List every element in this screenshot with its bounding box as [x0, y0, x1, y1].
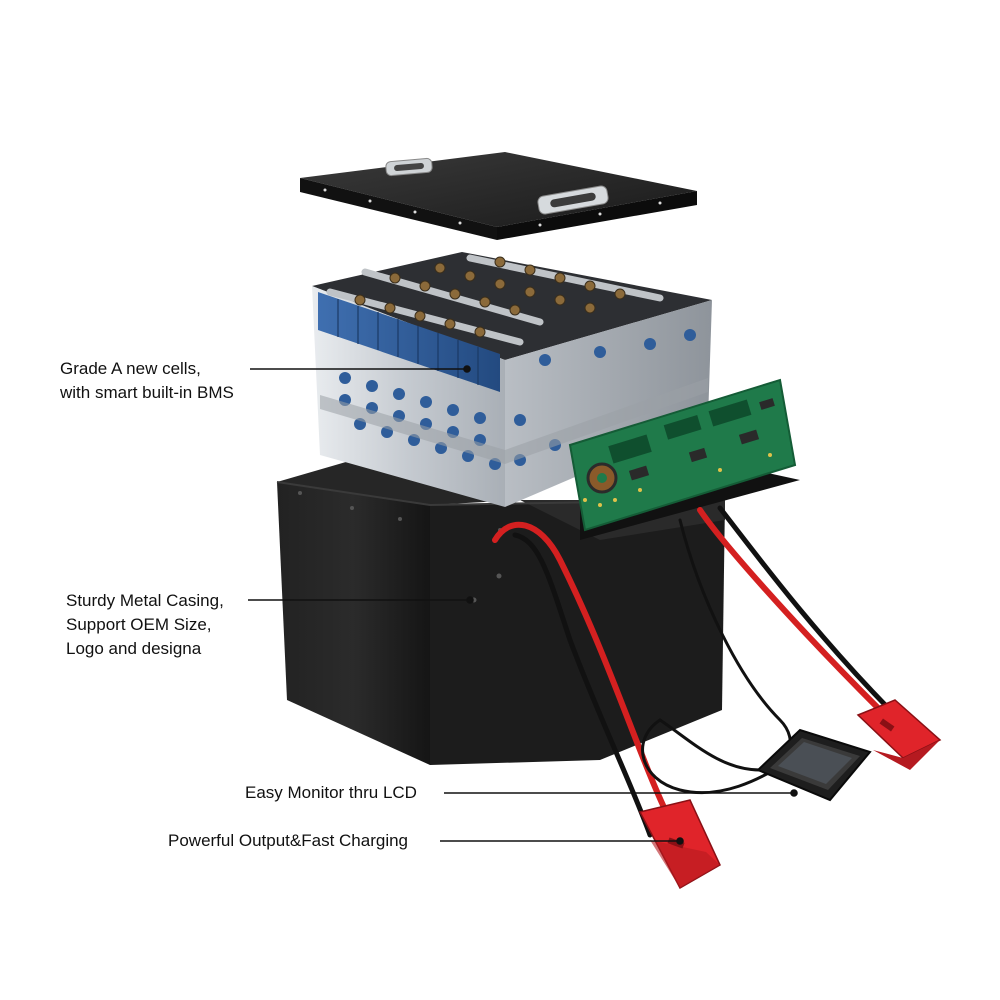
- callout-lcd-text: Easy Monitor thru LCD: [245, 783, 417, 802]
- callout-casing-line3: Logo and designa: [66, 639, 202, 658]
- callout-casing: Sturdy Metal Casing, Support OEM Size, L…: [66, 589, 224, 661]
- callout-cells-line2: with smart built-in BMS: [60, 383, 234, 402]
- callout-casing-line2: Support OEM Size,: [66, 615, 212, 634]
- battery-lid: [300, 152, 697, 240]
- callout-output: Powerful Output&Fast Charging: [168, 829, 408, 853]
- callout-lcd: Easy Monitor thru LCD: [245, 781, 417, 805]
- callout-output-text: Powerful Output&Fast Charging: [168, 831, 409, 850]
- bms-circuit-board: [568, 378, 800, 540]
- callout-cells: Grade A new cells, with smart built-in B…: [60, 357, 234, 405]
- battery-cells: [318, 292, 500, 392]
- lid-handle-right: [537, 185, 609, 215]
- callout-cells-line1: Grade A new cells,: [60, 359, 201, 378]
- cables: [492, 505, 903, 838]
- lid-handle-left: [385, 157, 433, 177]
- callout-casing-line1: Sturdy Metal Casing,: [66, 591, 224, 610]
- callout-lines: [248, 365, 798, 845]
- red-connector-right: [856, 699, 942, 770]
- lcd-monitor: [756, 728, 872, 802]
- cell-pack: [312, 252, 712, 507]
